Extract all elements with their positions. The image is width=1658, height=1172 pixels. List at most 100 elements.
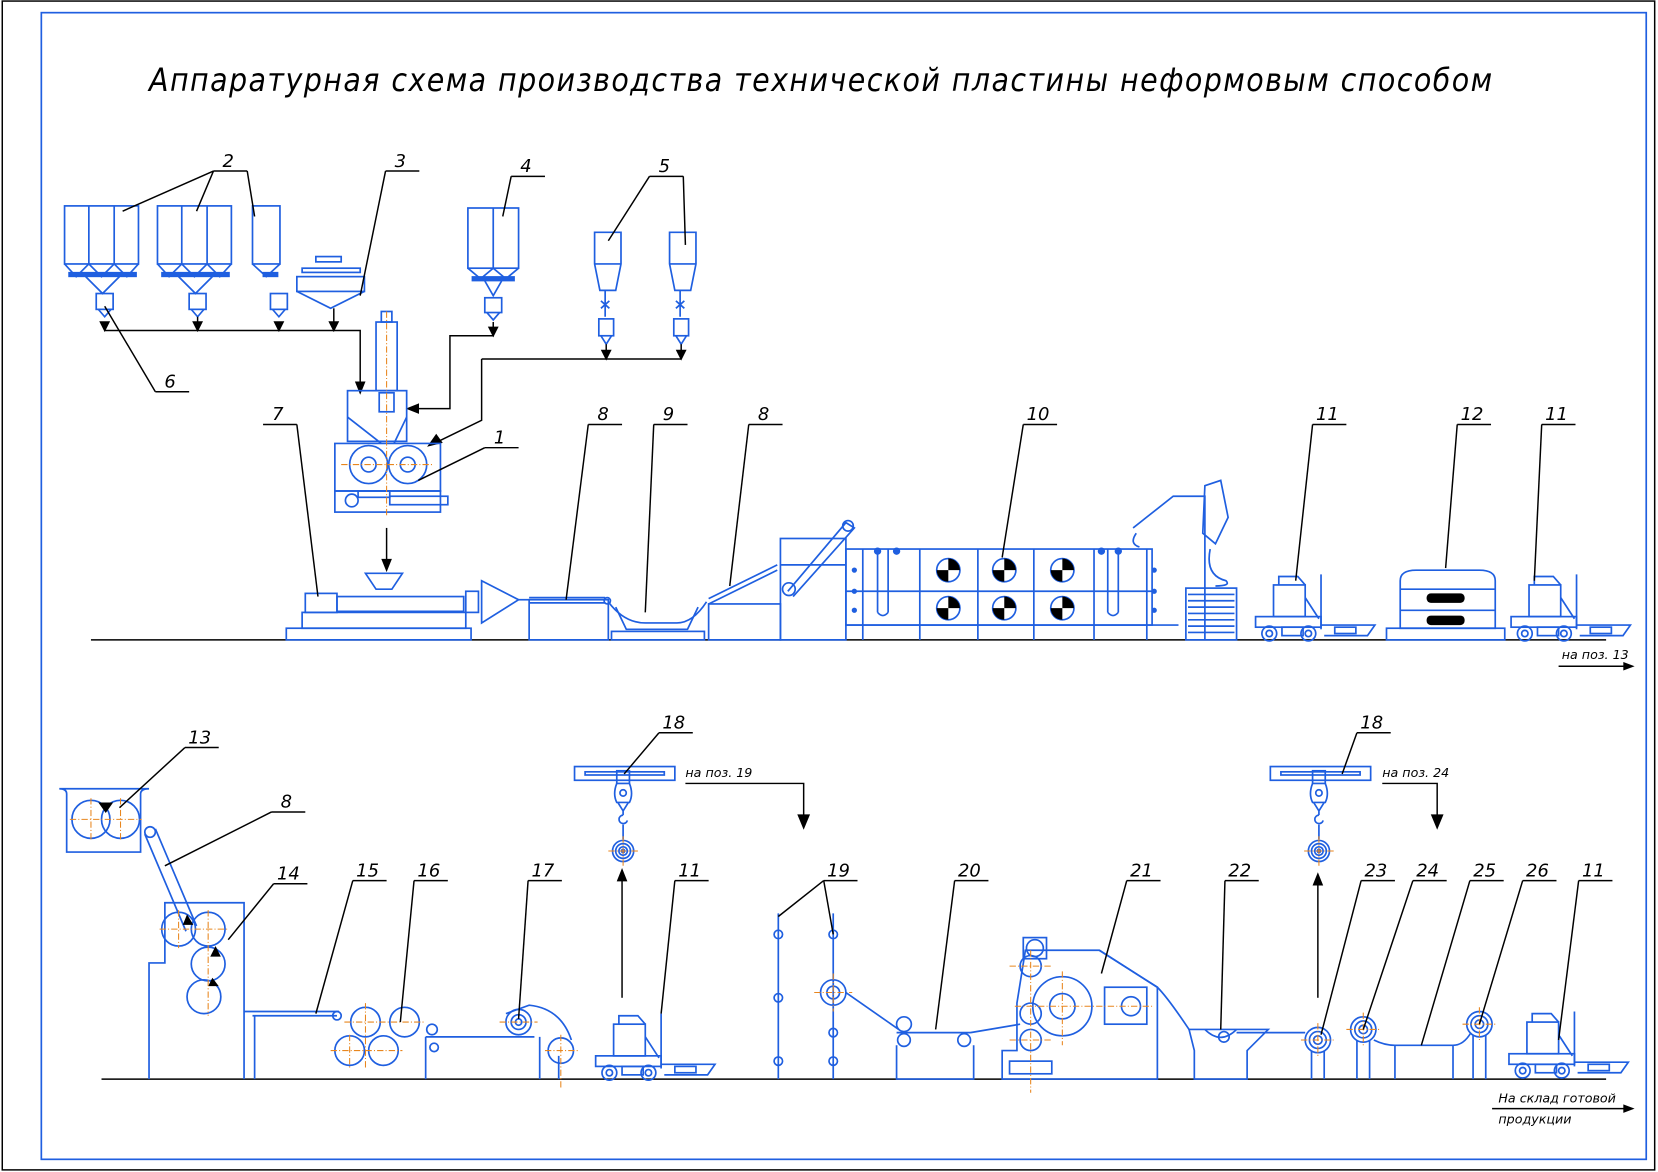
- callout-leader: [1557, 880, 1580, 1041]
- callout-number: 11: [1582, 860, 1605, 881]
- fan-icon: [1049, 557, 1075, 583]
- conveyor-15: [244, 1010, 343, 1080]
- position-callout: 11: [1294, 404, 1347, 581]
- diagram-title: Аппаратурная схема производства техничес…: [147, 63, 1492, 99]
- silo-4: [467, 207, 520, 322]
- note-warehouse-line2: продукции: [1498, 1111, 1571, 1126]
- position-callout: 4: [502, 156, 545, 217]
- position-callout: 9: [644, 404, 688, 613]
- silo-group-2a: [63, 205, 140, 319]
- callout-leader: [1444, 424, 1458, 569]
- note-warehouse-line1: На склад готовой: [1498, 1090, 1615, 1105]
- callout-number: 11: [1545, 404, 1568, 425]
- callout-number: 8: [758, 404, 769, 425]
- callout-number: 26: [1526, 860, 1549, 881]
- callout-leader: [660, 880, 676, 1014]
- callout-number: 24: [1416, 860, 1439, 881]
- callout-leader: [417, 447, 486, 482]
- conveyor-8a: [528, 596, 612, 641]
- position-callout: 22: [1219, 860, 1259, 1030]
- callout-number: 17: [531, 860, 554, 881]
- position-callout: 20: [934, 860, 989, 1030]
- cooling-bath-9: [607, 601, 708, 641]
- callout-leader: [359, 170, 387, 296]
- silo-group-2b: [156, 205, 233, 319]
- callout-leader: [246, 170, 256, 217]
- cooling-drums-16: [330, 1003, 535, 1080]
- unwinder-24: [1346, 1012, 1381, 1080]
- fan-icon: [991, 595, 1017, 621]
- callout-number: 8: [597, 404, 608, 425]
- callout-number: 13: [188, 727, 211, 748]
- position-callout: 17: [517, 860, 562, 1019]
- callout-number: 11: [1316, 404, 1339, 425]
- position-callout: 11: [660, 860, 709, 1014]
- callout-number: 8: [281, 792, 292, 813]
- callout-leader: [822, 880, 834, 935]
- callout-leader: [122, 170, 214, 212]
- position-callout: 8: [164, 792, 306, 867]
- position-callout: 3: [359, 151, 420, 296]
- dryer-line-10: [779, 479, 1238, 641]
- fan-icon: [935, 595, 961, 621]
- unwind-stand-19: [773, 913, 900, 1080]
- callout-number: 18: [1360, 713, 1383, 734]
- callout-leader: [1420, 880, 1471, 1046]
- callout-leader: [1001, 424, 1025, 558]
- overhead-crane-18b: [1269, 765, 1372, 866]
- callout-leader: [729, 424, 750, 587]
- position-callout: 18: [623, 713, 693, 775]
- forklift-11a: [1254, 574, 1377, 642]
- position-callout: 11: [1557, 860, 1613, 1041]
- winder-17: [499, 1004, 580, 1088]
- callout-leader: [517, 880, 529, 1019]
- position-callout: 6: [104, 305, 190, 392]
- note-to-pos-13: на поз. 13: [1562, 647, 1629, 662]
- callout-leader: [164, 811, 272, 867]
- callout-number: 23: [1365, 860, 1388, 881]
- callout-leader: [607, 175, 651, 242]
- position-callout: 13: [118, 727, 219, 809]
- forklift-11d: [1508, 1011, 1630, 1079]
- winder-26: [1462, 1007, 1497, 1080]
- callout-leader: [1533, 424, 1543, 581]
- callout-number: 12: [1461, 404, 1484, 425]
- cyclones-5: [593, 231, 697, 346]
- fan-icon: [991, 557, 1017, 583]
- callout-number: 2: [223, 151, 234, 172]
- callout-leader: [1294, 424, 1314, 581]
- forklift-11b: [1510, 574, 1633, 642]
- callout-leader: [195, 170, 215, 212]
- position-callout: 15: [315, 860, 387, 1014]
- position-callout: 7: [263, 404, 319, 597]
- inclined-conveyor-8b: [707, 564, 782, 641]
- position-callout: 12: [1444, 404, 1492, 569]
- callout-leader: [1320, 880, 1362, 1035]
- callout-number: 3: [395, 151, 406, 172]
- callout-number: 10: [1027, 404, 1050, 425]
- callout-number: 22: [1228, 860, 1251, 881]
- note-to-pos-19: на поз. 19: [685, 765, 752, 780]
- cooling-bath-22: [1187, 1028, 1306, 1080]
- callout-leader: [682, 176, 687, 245]
- position-callout: 21: [1100, 860, 1161, 974]
- silo-2c: [251, 205, 289, 319]
- note-to-pos-24: на поз. 24: [1382, 765, 1449, 780]
- position-callout: 8: [729, 404, 783, 587]
- position-callout: 19: [777, 860, 858, 935]
- position-callout: 14: [227, 864, 308, 941]
- position-callout: 18: [1341, 713, 1391, 775]
- callout-leader: [1478, 880, 1524, 1025]
- callout-number: 1: [494, 427, 505, 448]
- callout-leader: [399, 880, 415, 1023]
- fan-icon: [1049, 595, 1075, 621]
- rotocure-press-21: [1001, 936, 1190, 1093]
- callout-leader: [1219, 880, 1226, 1030]
- warm-up-mill-13: [59, 787, 150, 853]
- callout-number: 4: [520, 156, 531, 177]
- overhead-crane-18a: [573, 765, 676, 866]
- callout-leader: [644, 424, 655, 613]
- position-callout: 23: [1320, 860, 1395, 1035]
- callout-leader: [118, 747, 186, 809]
